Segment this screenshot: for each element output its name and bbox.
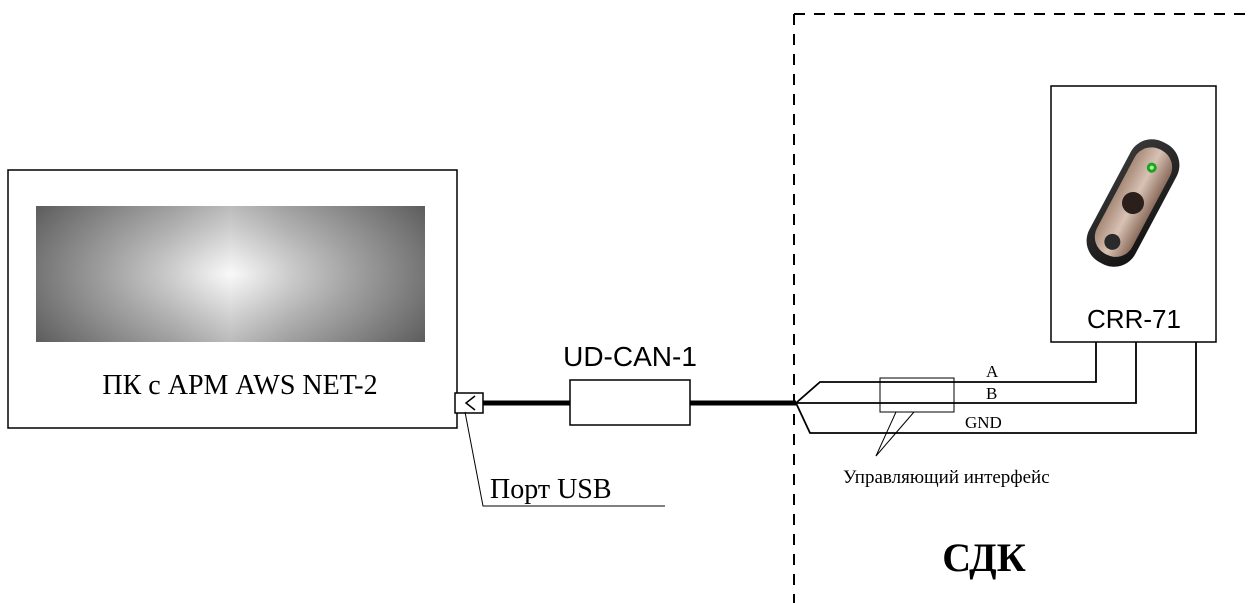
usb-port-label: Порт USB xyxy=(490,474,612,505)
pc-label: ПК с АРМ AWS NET-2 xyxy=(102,370,377,401)
interface-wires xyxy=(795,342,1197,434)
wire-b xyxy=(796,342,1137,404)
interface-callout xyxy=(875,377,955,457)
reader-label: CRR-71 xyxy=(1087,304,1181,334)
wire-b-label: B xyxy=(986,384,997,403)
usb-port: Порт USB xyxy=(454,392,665,507)
usb-port-leader xyxy=(464,411,665,507)
reader-device-icon xyxy=(1086,139,1180,267)
wire-gnd-label: GND xyxy=(965,413,1002,432)
sdk-zone-boundary xyxy=(793,13,1249,603)
wire-gnd xyxy=(795,342,1197,434)
interface-label: Управляющий интерфейс xyxy=(843,467,1050,488)
converter-unit: UD-CAN-1 xyxy=(563,341,697,426)
sdk-zone-label: СДК xyxy=(942,535,1025,580)
converter-label: UD-CAN-1 xyxy=(563,341,697,372)
wire-a-label: A xyxy=(986,362,999,381)
converter-box xyxy=(569,379,691,426)
pc-unit: ПК с АРМ AWS NET-2 xyxy=(7,169,458,429)
usb-port-icon xyxy=(454,392,484,414)
reader-unit: CRR-71 xyxy=(1050,85,1217,343)
wire-a xyxy=(795,342,1097,404)
